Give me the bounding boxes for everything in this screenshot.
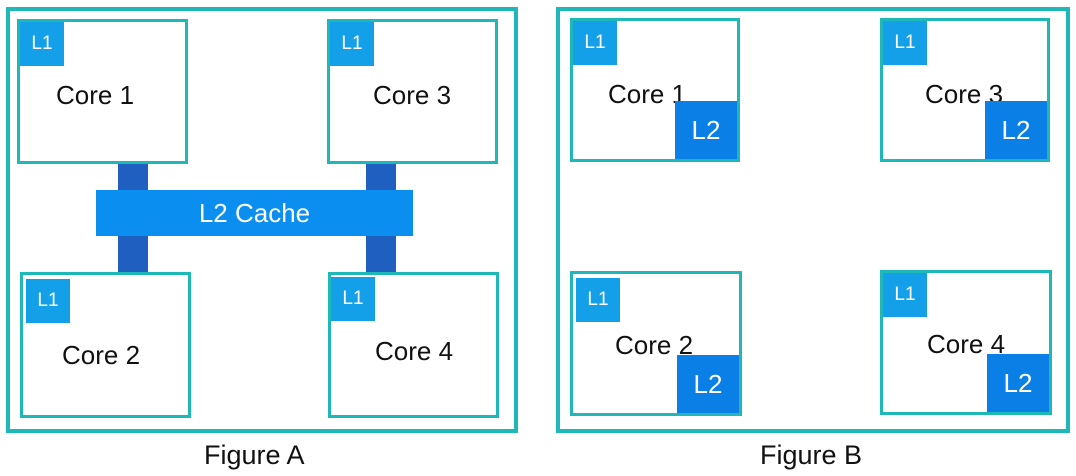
private-l2-cache: L2 — [985, 101, 1047, 159]
bus-core2 — [118, 234, 148, 274]
l1-cache: L1 — [330, 22, 374, 66]
figure-a-caption: Figure A — [204, 440, 305, 470]
figure-b-core-1: L1 Core 1 L2 — [570, 18, 740, 162]
core-label: Core 2 — [62, 340, 141, 370]
figure-b-core-3: L1 Core 3 L2 — [880, 18, 1050, 162]
l1-cache: L1 — [883, 21, 927, 65]
figure-a-core-4: L1 Core 4 — [328, 272, 499, 418]
figure-b-core-4: L1 Core 4 L2 — [880, 270, 1052, 415]
figure-b-core-2: L1 Core 2 L2 — [570, 271, 742, 416]
core-label: Core 3 — [373, 80, 452, 110]
bus-core4 — [366, 234, 396, 274]
figure-b-caption: Figure B — [760, 440, 863, 470]
core-label: Core 1 — [56, 80, 135, 110]
private-l2-cache: L2 — [675, 101, 737, 159]
l1-cache: L1 — [26, 279, 70, 323]
figure-a-core-1: L1 Core 1 — [17, 19, 188, 164]
l1-cache: L1 — [576, 278, 620, 322]
core-label: Core 4 — [375, 336, 454, 366]
l1-cache: L1 — [883, 273, 927, 317]
shared-l2-cache: L2 Cache — [96, 190, 413, 236]
private-l2-cache: L2 — [987, 354, 1049, 412]
l1-cache: L1 — [20, 22, 64, 66]
core-label: Core 1 — [608, 79, 687, 109]
figure-a-core-2: L1 Core 2 — [20, 272, 191, 418]
private-l2-cache: L2 — [677, 355, 739, 413]
l1-cache: L1 — [331, 277, 375, 321]
l1-cache: L1 — [573, 21, 617, 65]
figure-a-core-3: L1 Core 3 — [327, 19, 498, 164]
